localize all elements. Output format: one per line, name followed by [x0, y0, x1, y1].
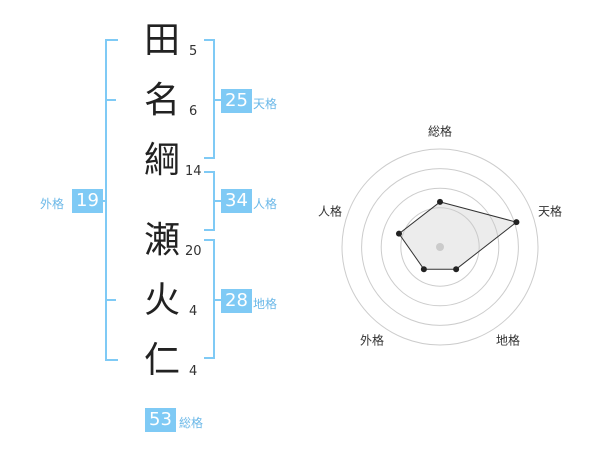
- gaikaku-label: 外格: [40, 197, 65, 211]
- kanji-char-2: 名: [143, 80, 180, 121]
- chikaku-bracket: [204, 239, 215, 359]
- soukaku-label: 総格: [179, 416, 204, 430]
- kanji-char-3: 綱: [143, 140, 180, 181]
- kanji-char-5: 火: [143, 280, 180, 321]
- kanji-char-4: 瀬: [143, 220, 180, 261]
- radar-axis-label-3: 地格: [496, 333, 520, 348]
- tenkaku-label: 天格: [253, 97, 278, 111]
- radar-ring: [380, 187, 500, 307]
- stroke-count-2: 6: [189, 104, 198, 119]
- kanji-char-1: 田: [143, 20, 180, 61]
- radar-ring: [400, 207, 480, 287]
- radar-axis-label-1: 総格: [428, 123, 452, 138]
- jinkaku-label: 人格: [253, 197, 278, 211]
- tenkaku-bracket: [204, 39, 215, 159]
- radar-point-5: [395, 230, 402, 237]
- stroke-count-3: 14: [185, 164, 202, 179]
- stroke-count-6: 4: [189, 364, 198, 379]
- jinkaku-bracket: [204, 171, 215, 231]
- kanji-char-6: 仁: [143, 340, 180, 381]
- radar-axis-label-4: 外格: [360, 333, 384, 348]
- jinkaku-badge: 34: [221, 189, 252, 213]
- radar-axis-label-5: 人格: [318, 203, 342, 218]
- stroke-count-1: 5: [189, 44, 198, 59]
- soukaku-badge: 53: [145, 408, 176, 432]
- radar-point-4: [420, 266, 427, 273]
- radar-point-3: [453, 266, 460, 273]
- stroke-count-4: 20: [185, 244, 202, 259]
- radar-axis-label-2: 天格: [538, 203, 562, 218]
- gaikaku-badge: 19: [72, 189, 103, 213]
- radar-point-1: [437, 198, 443, 205]
- radar-polygon: [398, 201, 518, 270]
- radar-center-dot: [436, 243, 444, 251]
- radar-point-2: [513, 219, 520, 226]
- chikaku-badge: 28: [221, 289, 252, 313]
- chikaku-label: 地格: [253, 297, 278, 311]
- stroke-count-5: 4: [189, 304, 198, 319]
- radar-ring: [361, 168, 519, 326]
- gaikaku-bracket: [105, 39, 118, 361]
- radar-ring: [341, 148, 539, 346]
- tenkaku-badge: 25: [221, 89, 252, 113]
